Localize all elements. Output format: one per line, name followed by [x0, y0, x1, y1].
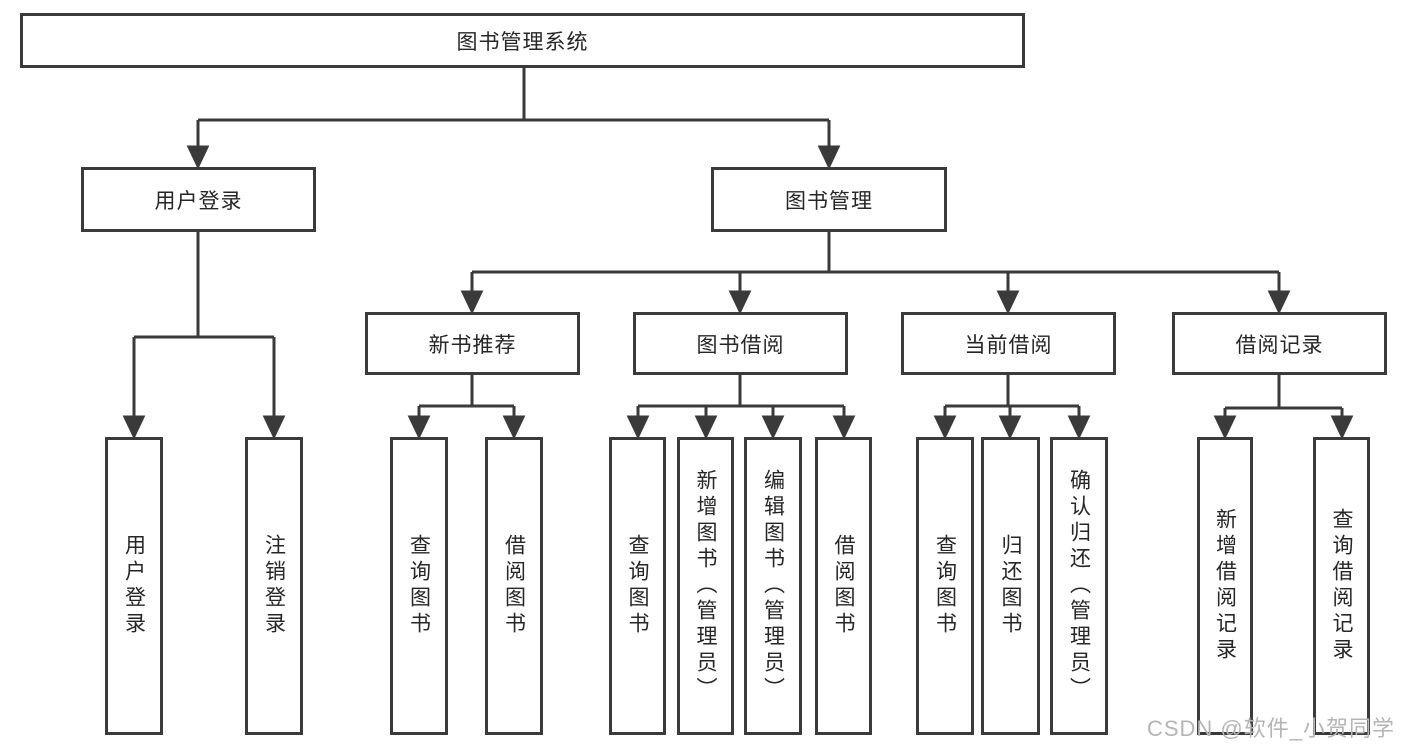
node-label: 用户登录 — [122, 534, 146, 638]
node-borrowing-records: 借阅记录 — [1172, 312, 1387, 375]
node-label: 新书推荐 — [428, 333, 517, 357]
arrowhead-icon — [626, 415, 650, 440]
node-label: 借阅图书 — [502, 534, 526, 638]
connector-currentborrow-to-leaves — [933, 375, 1091, 440]
node-label: 图书借阅 — [696, 333, 785, 357]
arrowhead-icon — [122, 415, 146, 440]
arrowhead-icon — [1330, 415, 1354, 440]
connector-bookmgmt-to-level3 — [460, 232, 1291, 315]
node-user-login-branch: 用户登录 — [81, 167, 316, 232]
node-leaf-query-books-1: 查询图书 — [390, 437, 448, 735]
node-leaf-query-books-3: 查询图书 — [916, 437, 974, 735]
node-library-management-system: 图书管理系统 — [20, 13, 1025, 68]
arrowhead-icon — [186, 145, 210, 170]
node-label: 查询图书 — [626, 534, 649, 638]
arrowhead-icon — [1213, 415, 1237, 440]
arrowhead-icon — [1267, 290, 1291, 315]
arrowhead-icon — [996, 290, 1020, 315]
arrowhead-icon — [761, 415, 785, 440]
node-book-borrowing: 图书借阅 — [633, 312, 848, 375]
node-leaf-confirm-return-admin: 确认归还（管理员） — [1050, 437, 1108, 735]
arrowhead-icon — [502, 415, 526, 440]
node-label: 编辑图书（管理员） — [761, 469, 785, 703]
node-label: 确认归还（管理员） — [1067, 469, 1091, 703]
node-label: 新增借阅记录 — [1213, 508, 1237, 664]
node-label: 借阅图书 — [832, 534, 855, 638]
arrowhead-icon — [407, 415, 431, 440]
arrowhead-icon — [998, 415, 1022, 440]
arrowhead-icon — [460, 290, 484, 315]
node-label: 查询图书 — [933, 534, 957, 638]
arrowhead-icon — [933, 415, 957, 440]
connector-newbook-to-leaves — [407, 375, 526, 440]
connector-borrowrecords-to-leaves — [1213, 375, 1354, 440]
node-leaf-logout: 注销登录 — [245, 437, 303, 735]
arrowhead-icon — [817, 145, 841, 170]
node-label: 用户登录 — [154, 189, 243, 213]
arrowhead-icon — [728, 290, 752, 315]
node-leaf-add-books-admin: 新增图书（管理员） — [677, 437, 734, 735]
arrowhead-icon — [694, 415, 718, 440]
node-new-book-recommendation: 新书推荐 — [365, 312, 580, 375]
connector-root-to-level2 — [186, 68, 841, 170]
node-label: 借阅记录 — [1235, 333, 1324, 357]
node-label: 查询图书 — [407, 534, 431, 638]
node-leaf-edit-books-admin: 编辑图书（管理员） — [744, 437, 802, 735]
watermark: CSDN @软件_小贺同学 — [1146, 716, 1395, 741]
node-current-borrowing: 当前借阅 — [901, 312, 1116, 375]
connector-userlogin-to-leaves — [122, 232, 286, 440]
node-leaf-user-login: 用户登录 — [105, 437, 163, 735]
node-leaf-return-books: 归还图书 — [981, 437, 1040, 735]
arrowhead-icon — [832, 415, 856, 440]
node-leaf-add-borrow-record: 新增借阅记录 — [1197, 437, 1253, 735]
arrowhead-icon — [1067, 415, 1091, 440]
node-leaf-borrow-books-1: 借阅图书 — [485, 437, 543, 735]
node-leaf-query-borrow-record: 查询借阅记录 — [1313, 437, 1370, 735]
node-leaf-borrow-books-2: 借阅图书 — [815, 437, 872, 735]
node-book-management-branch: 图书管理 — [711, 167, 947, 232]
node-label: 图书管理 — [785, 189, 873, 213]
node-label: 新增图书（管理员） — [694, 469, 717, 703]
node-label: 注销登录 — [262, 534, 286, 638]
arrowhead-icon — [262, 415, 286, 440]
node-label: 图书管理系统 — [456, 30, 589, 54]
node-label: 当前借阅 — [964, 333, 1053, 357]
node-label: 归还图书 — [999, 534, 1022, 638]
connector-bookborrow-to-leaves — [626, 375, 856, 440]
node-label: 查询借阅记录 — [1330, 508, 1353, 664]
node-leaf-query-books-2: 查询图书 — [609, 437, 666, 735]
